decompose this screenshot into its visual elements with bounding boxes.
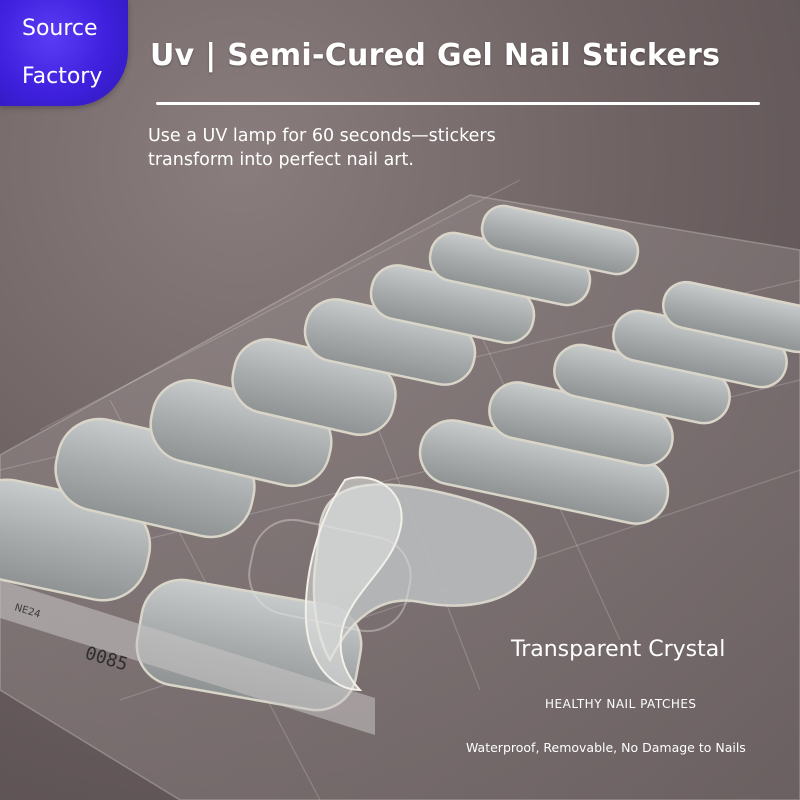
badge-line-source: Source [22, 16, 98, 41]
source-factory-badge: Source Factory [0, 0, 128, 106]
badge-line-factory: Factory [22, 64, 103, 89]
peeled-patch [304, 476, 537, 692]
nail-patches [0, 204, 800, 712]
nail-patch [480, 204, 640, 276]
caption-features: Waterproof, Removable, No Damage to Nail… [466, 740, 746, 755]
empty-patch-outline [248, 518, 412, 633]
page-title: Uv | Semi-Cured Gel Nail Stickers [150, 38, 721, 73]
page-subtitle: Use a UV lamp for 60 seconds—stickers tr… [148, 126, 496, 170]
nail-patch [661, 280, 800, 354]
caption-heading: Transparent Crystal [511, 637, 726, 662]
title-divider [156, 102, 760, 105]
caption-tagline: HEALTHY NAIL PATCHES [545, 697, 697, 711]
